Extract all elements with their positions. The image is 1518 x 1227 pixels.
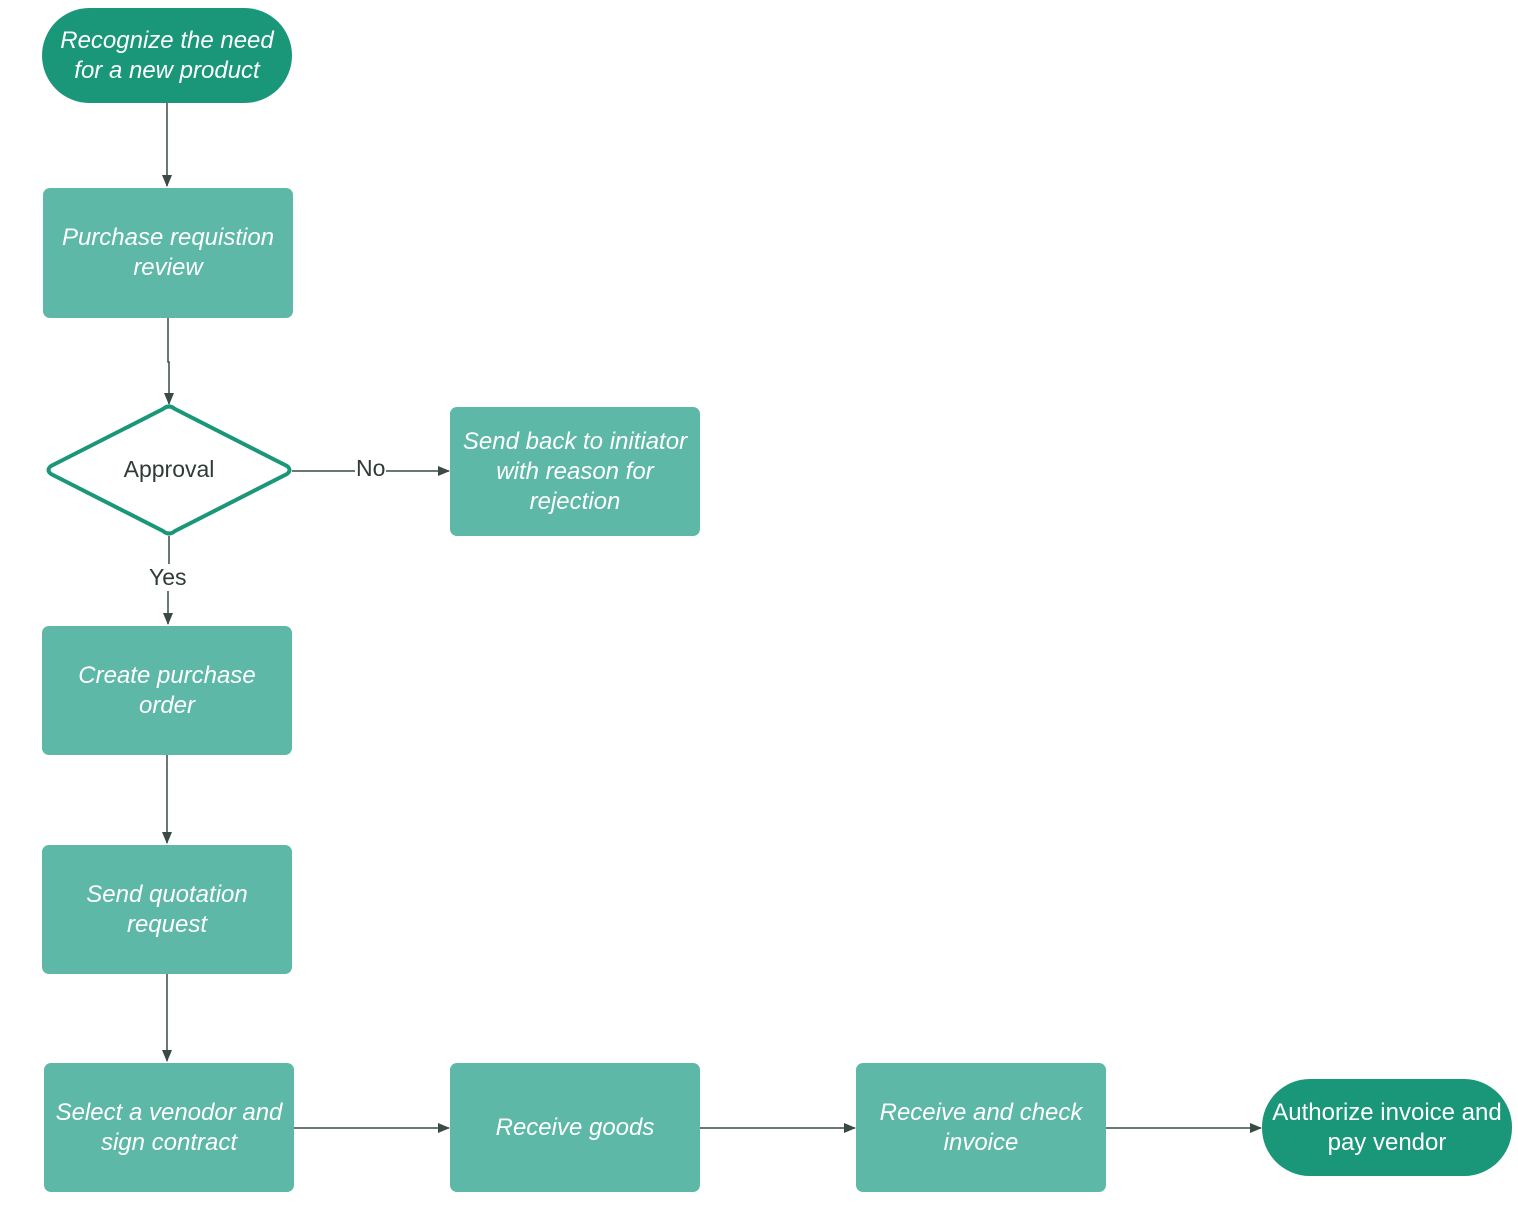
approval-decision-diamond	[46, 404, 292, 536]
start-terminal: Recognize the need for a new product	[42, 8, 292, 103]
check-invoice-step: Receive and check invoice	[856, 1063, 1106, 1192]
quotation-request-step: Send quotation request	[42, 845, 292, 974]
select-vendor-step: Select a venodor and sign contract	[44, 1063, 294, 1192]
edge-label-no: No	[355, 455, 387, 482]
end-terminal: Authorize invoice and pay vendor	[1262, 1079, 1512, 1176]
edge-label-yes: Yes	[148, 564, 188, 591]
connector-review-to-approval	[164, 318, 174, 405]
approval-decision-label: Approval	[123, 455, 215, 482]
send-back-step: Send back to initiator with reason for r…	[450, 407, 700, 536]
requisition-review-step: Purchase requistion review	[43, 188, 293, 318]
receive-goods-step: Receive goods	[450, 1063, 700, 1192]
create-po-step: Create purchase order	[42, 626, 292, 755]
